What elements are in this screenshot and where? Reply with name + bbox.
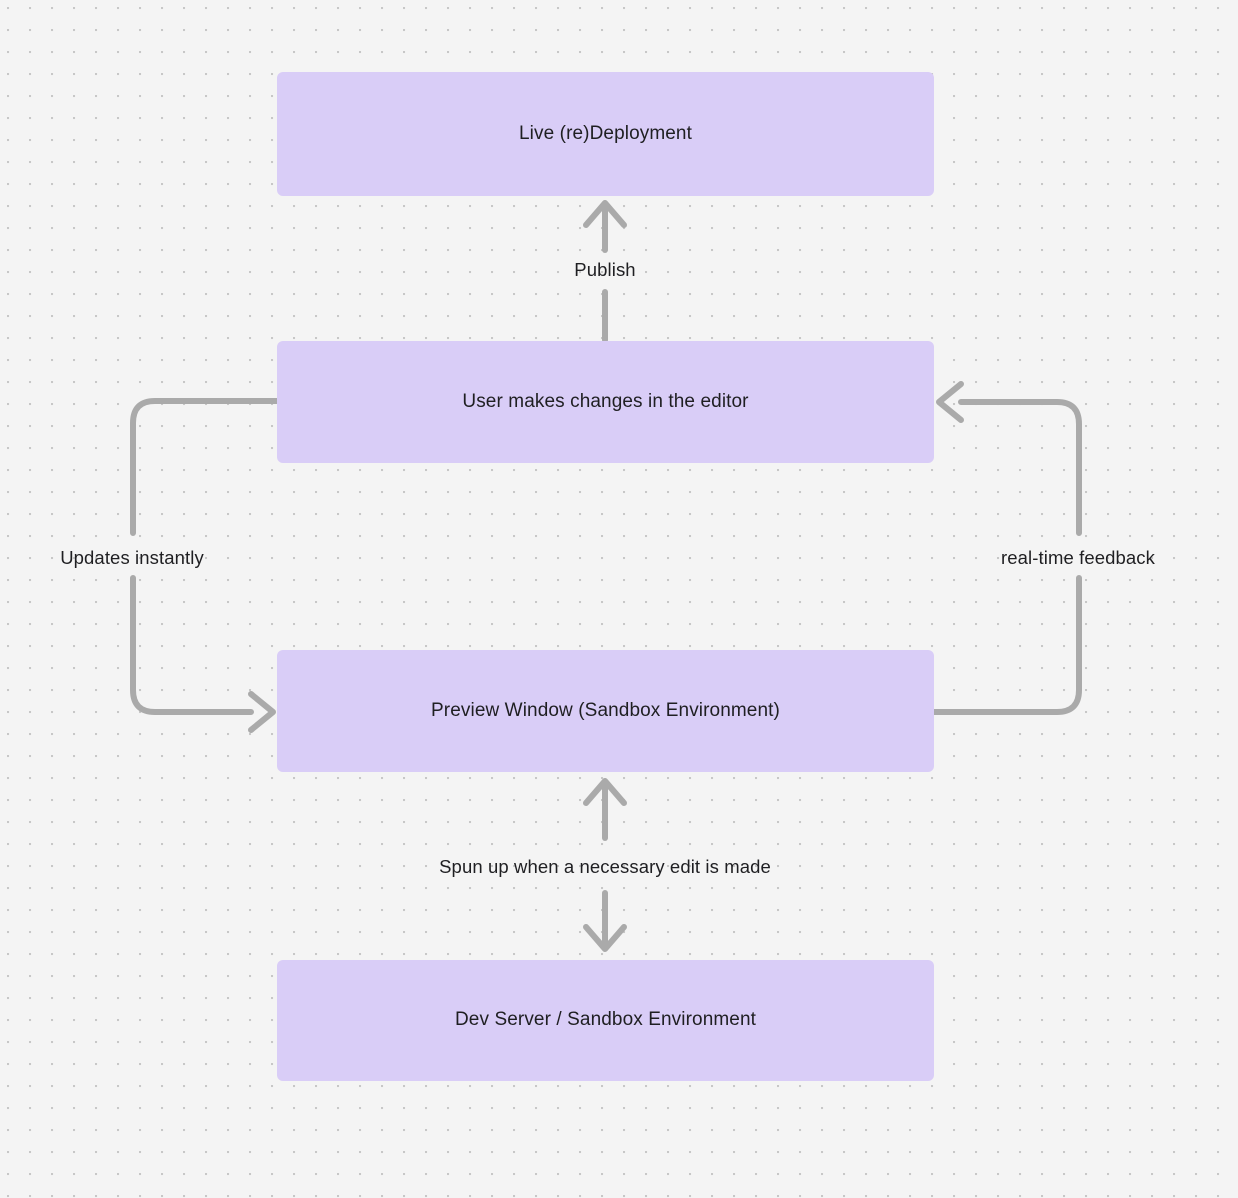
node-label-preview-window: Preview Window (Sandbox Environment) [431,699,780,721]
node-label-dev-server: Dev Server / Sandbox Environment [454,1009,756,1031]
node-user-makes-changes[interactable]: User makes changes in the editor [277,341,934,463]
node-label-live-redeployment: Live (re)Deployment [519,122,692,144]
node-label-user-makes-changes: User makes changes in the editor [462,390,749,412]
node-dev-server[interactable]: Dev Server / Sandbox Environment [277,960,934,1081]
node-preview-window[interactable]: Preview Window (Sandbox Environment) [277,650,934,772]
edge-label-updates-instantly: Updates instantly [60,547,204,568]
edge-label-spun-up: Spun up when a necessary edit is made [439,856,771,877]
node-live-redeployment[interactable]: Live (re)Deployment [277,72,934,196]
edge-label-real-time-feedback: real-time feedback [1001,547,1155,568]
edge-label-publish: Publish [574,259,636,280]
